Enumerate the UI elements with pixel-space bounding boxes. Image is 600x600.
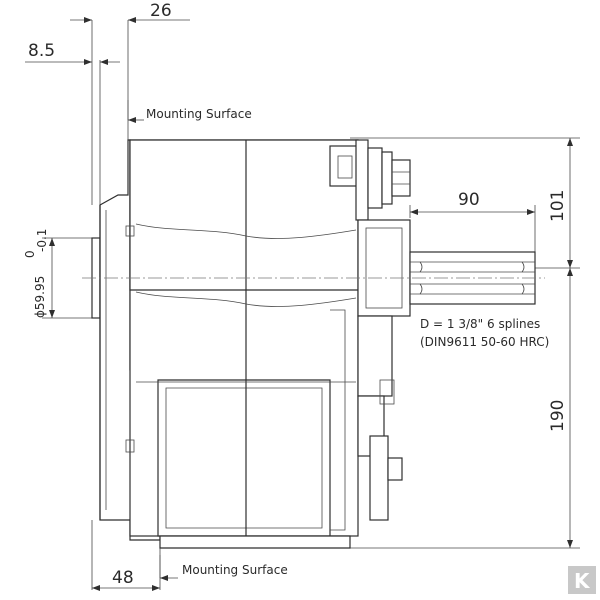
dim-48-label: 48 (112, 568, 134, 588)
dim-90-label: 90 (458, 190, 480, 210)
spline-spec-text: D = 1 3/8" 6 splines (420, 317, 540, 331)
logo-watermark: K (568, 566, 596, 594)
dim-8-5-label: 8.5 (28, 41, 55, 61)
diameter-label: ϕ59.95 (33, 276, 47, 318)
mounting-surface-top-label: Mounting Surface (146, 107, 252, 121)
mounting-surface-bottom-label: Mounting Surface (182, 563, 288, 577)
splined-output-shaft (409, 251, 536, 305)
dimension-8-5: 8.5 (25, 41, 120, 65)
dimension-diameter: ϕ59.95 0 -0.1 (23, 229, 55, 318)
diameter-tol-lower: -0.1 (35, 229, 49, 252)
logo-letter: K (574, 569, 591, 593)
dim-101-label: 101 (548, 190, 568, 222)
spline-specification: D = 1 3/8" 6 splines (DIN9611 50-60 HRC) (420, 317, 549, 349)
spline-standard-text: (DIN9611 50-60 HRC) (420, 335, 549, 349)
diameter-tol-upper: 0 (23, 250, 37, 258)
dimension-26: 26 (70, 1, 190, 23)
mounting-surface-bottom: Mounting Surface (159, 555, 288, 581)
right-side-hardware (329, 139, 411, 531)
dimension-90: 90 (410, 190, 535, 215)
mounting-surface-top: Mounting Surface (127, 100, 252, 123)
dim-190-label: 190 (548, 400, 568, 432)
gearbox-housing (91, 139, 359, 549)
dimension-101: 101 (548, 138, 573, 268)
dimension-190: 190 (548, 268, 573, 548)
dim-26-label: 26 (150, 1, 172, 21)
dimension-48: 48 (92, 568, 160, 591)
